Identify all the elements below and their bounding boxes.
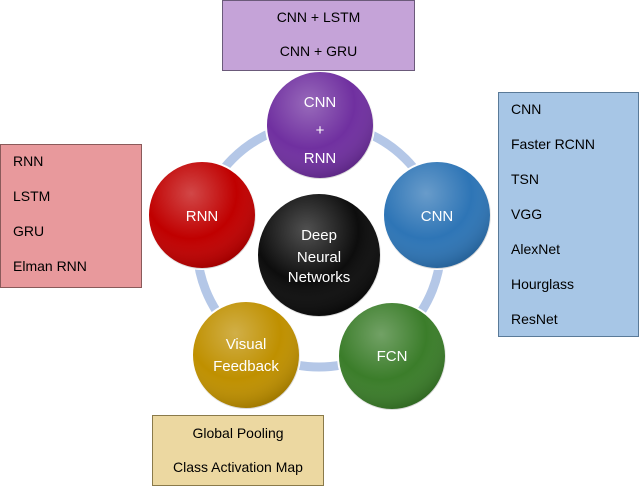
node-rnn: RNN — [147, 160, 257, 270]
box-left-item: LSTM — [13, 188, 51, 204]
node-cnn-label: CNN — [421, 208, 454, 225]
box-left-item: RNN — [13, 153, 44, 169]
box-right-item: Hourglass — [511, 276, 575, 292]
center-label-line3: Networks — [288, 269, 351, 286]
box-right-item: CNN — [511, 101, 542, 117]
box-left-item: Elman RNN — [13, 258, 87, 274]
box-right-item: TSN — [511, 171, 539, 187]
box-right-item: AlexNet — [511, 241, 561, 257]
node-visual-feedback-line2: Feedback — [213, 358, 279, 375]
box-cnn-variants: CNN Faster RCNN TSN VGG AlexNet Hourglas… — [498, 92, 639, 337]
center-label-line1: Deep — [301, 227, 337, 244]
node-rnn-label: RNN — [186, 208, 219, 225]
node-fcn: FCN — [337, 301, 447, 411]
node-cnn-rnn-line2: + — [316, 122, 325, 139]
node-visual-feedback: Visual Feedback — [191, 300, 301, 410]
box-top-item: CNN + LSTM — [276, 9, 361, 25]
box-cnn-rnn-variants: CNN + LSTM CNN + GRU — [222, 0, 415, 71]
box-top-item: CNN + GRU — [279, 43, 358, 59]
node-cnn-rnn: CNN + RNN — [265, 70, 375, 180]
box-visual-feedback-methods: Global Pooling Class Activation Map — [152, 415, 324, 486]
center-node-deep-neural-networks: Deep Neural Networks — [256, 192, 382, 318]
box-bottom-item: Global Pooling — [192, 425, 284, 441]
node-cnn-rnn-line1: CNN — [304, 94, 337, 111]
node-cnn: CNN — [382, 160, 492, 270]
box-bottom-item: Class Activation Map — [173, 459, 303, 475]
box-right-item: Faster RCNN — [511, 136, 596, 152]
center-label-line2: Neural — [297, 249, 341, 266]
box-right-item: ResNet — [511, 311, 558, 327]
node-fcn-label: FCN — [377, 348, 408, 365]
node-visual-feedback-line1: Visual — [226, 336, 267, 353]
node-cnn-rnn-line3: RNN — [304, 150, 337, 167]
box-left-item: GRU — [13, 223, 45, 239]
box-right-item: VGG — [511, 206, 543, 222]
box-rnn-variants: RNN LSTM GRU Elman RNN — [0, 144, 142, 288]
